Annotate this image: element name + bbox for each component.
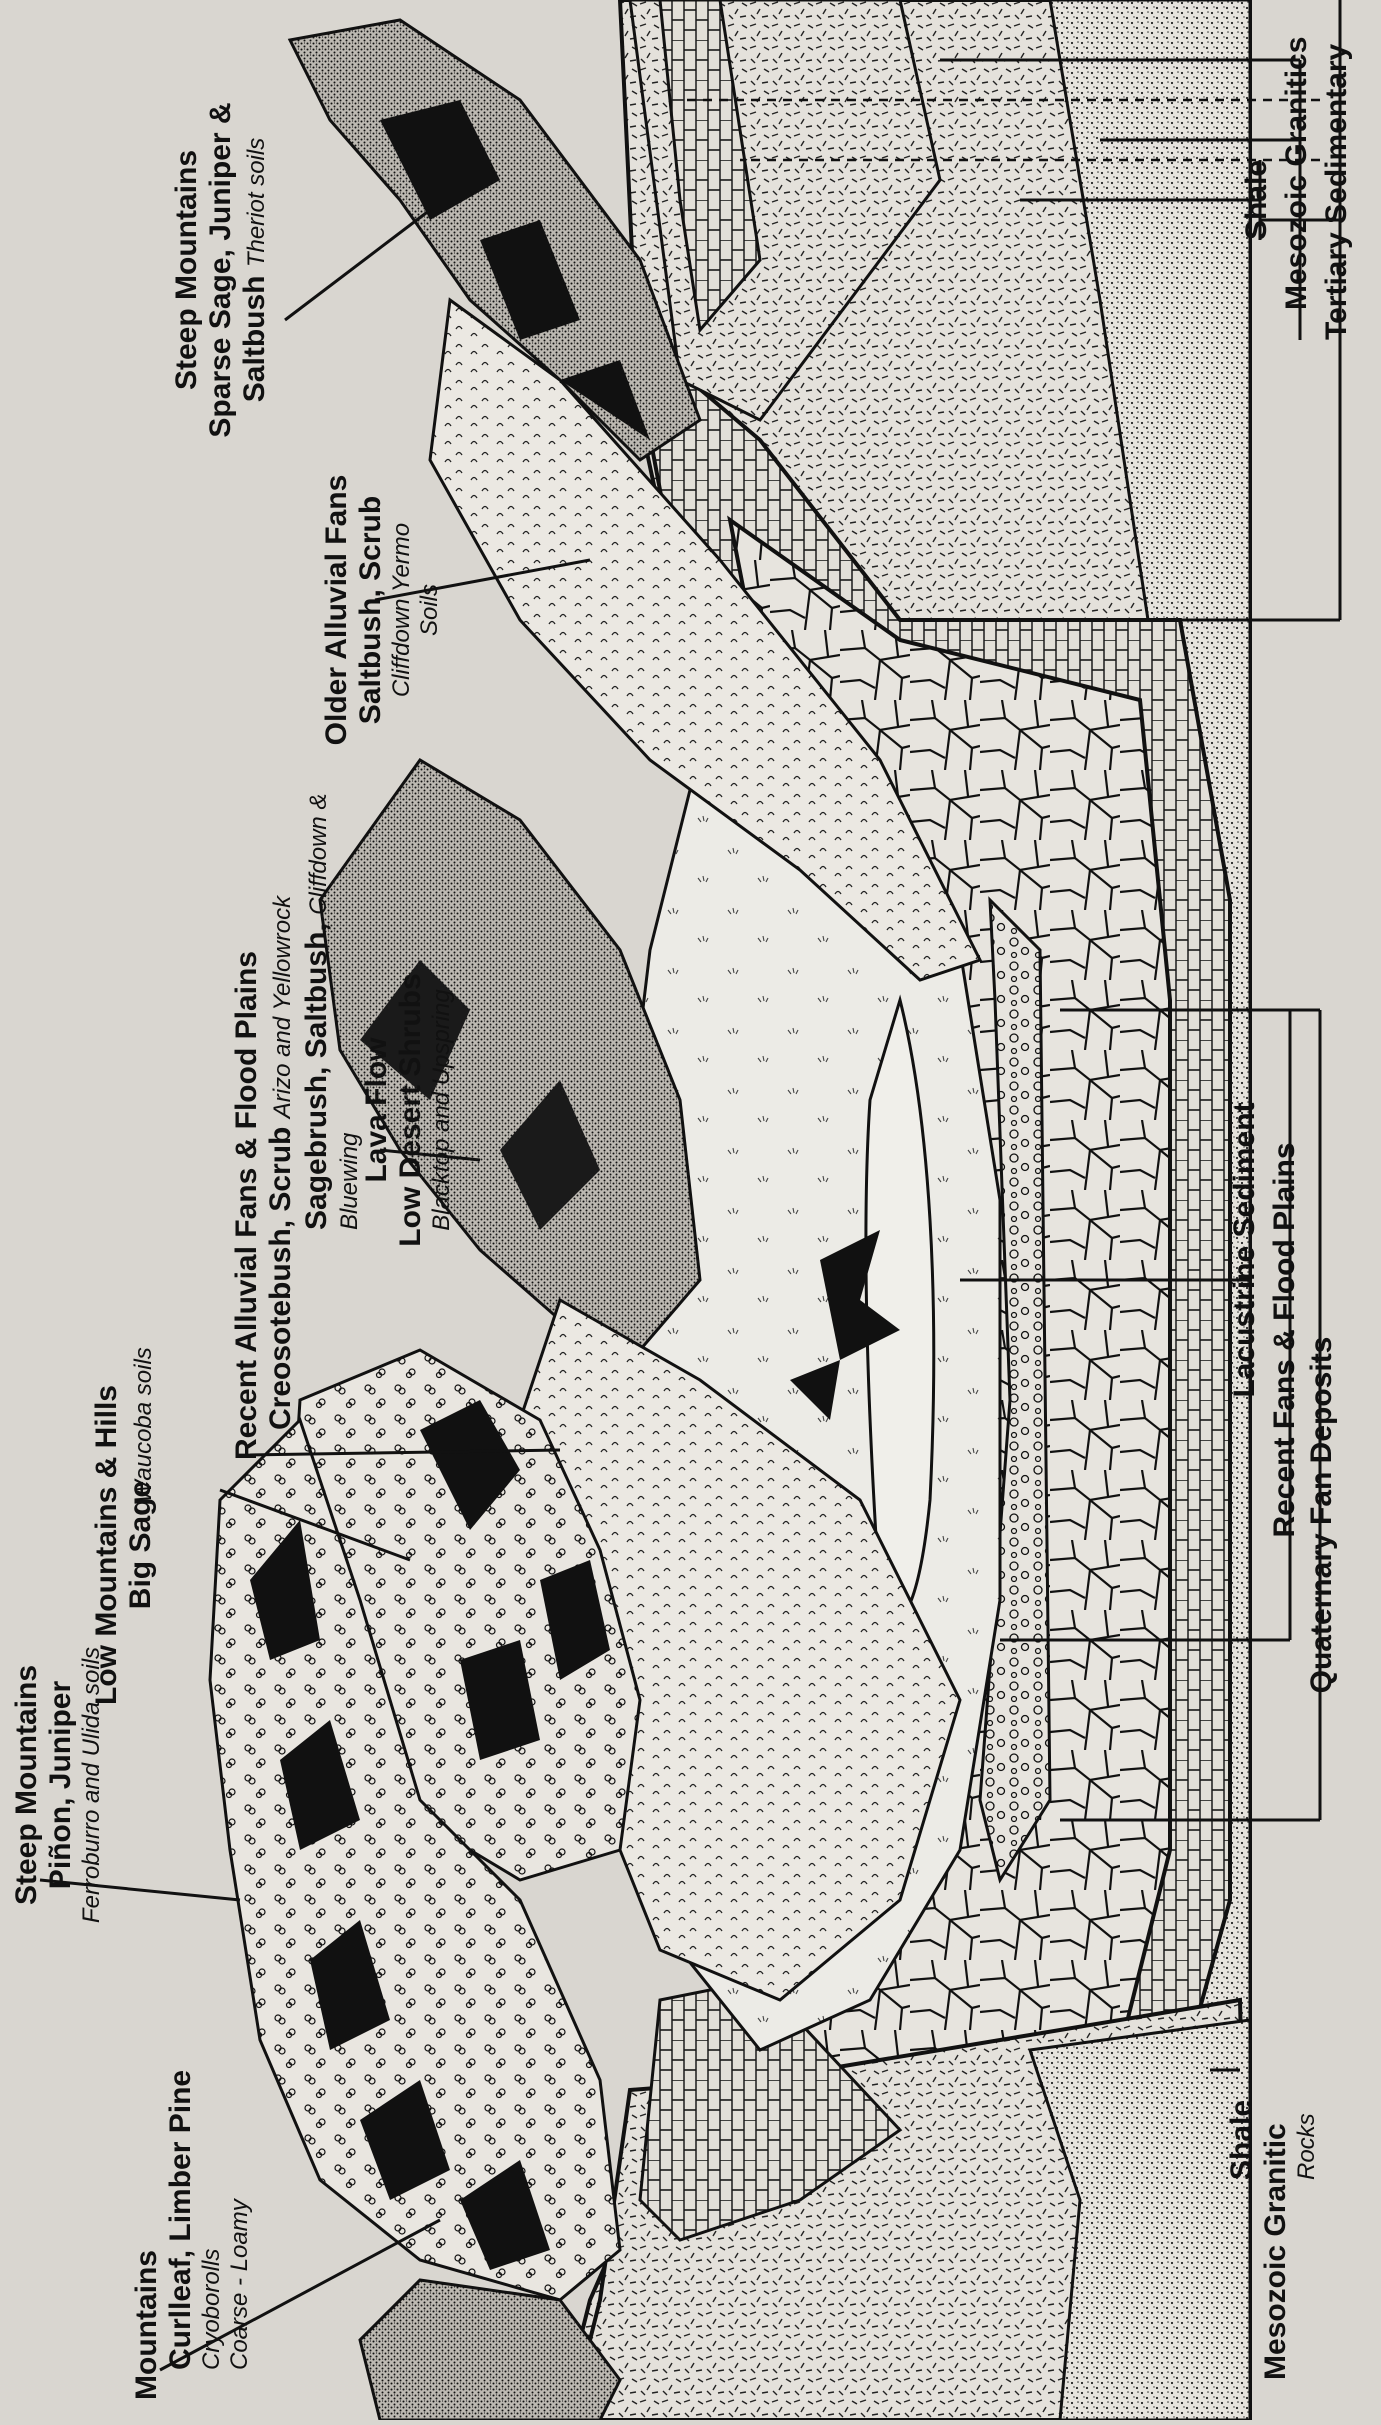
label-tertiary: Tertiary Sedimentary [1320, 44, 1354, 340]
label-recent-alluvial-line3-soils: Cliffdown & [305, 794, 332, 915]
label-recent-alluvial-line2-soils: Arizo and Yellowrock [269, 896, 296, 1118]
label-steep-sparse: Steep Mountains Sparse Sage, Juniper & S… [170, 80, 274, 460]
label-older-alluvial-line3-soils: Yermo [388, 523, 415, 592]
label-steep-sparse-line2: Sparse Sage, Juniper & [204, 80, 238, 460]
label-lava-flow-line1: Lava Flow [360, 950, 394, 1270]
label-recent-alluvial-line2-wrap: Creosotebush, Scrub Arizo and Yellowrock [264, 794, 300, 1460]
label-mountains-limber-line1: Mountains [130, 2070, 164, 2400]
label-mountains-limber-line2: Curlleaf, Limber Pine [164, 2070, 198, 2400]
label-older-alluvial-line4: Soils [416, 440, 444, 780]
label-recent-fans: Recent Fans & Flood Plains [1268, 1040, 1302, 1640]
label-shale-right: Shale [1240, 160, 1274, 240]
label-lava-flow-line2: Low Desert Shrubs [394, 950, 428, 1270]
label-low-mountains: Low Mountains & Hills Big Sage Waucoba s… [90, 1360, 186, 1730]
label-recent-alluvial-line2: Creosotebush, Scrub [264, 1127, 297, 1430]
label-steep-pinon-line2: Piñon, Juniper [44, 1620, 78, 1950]
label-quaternary: Quaternary Fan Deposits [1305, 1210, 1339, 1820]
label-lava-flow-line3: Blacktop and Upspring [428, 950, 456, 1270]
label-older-alluvial: Older Alluvial Fans Saltbush, Scrub Clif… [320, 440, 444, 780]
label-older-alluvial-line2: Saltbush, Scrub [354, 440, 388, 780]
label-low-mountains-line1: Low Mountains & Hills [90, 1360, 124, 1730]
label-mountains-limber: Mountains Curlleaf, Limber Pine Cryoboro… [130, 2070, 254, 2400]
label-mountains-limber-line4: Coarse - Loamy [226, 2070, 254, 2400]
label-mountains-limber-line3: Cryoborolls [198, 2070, 226, 2400]
label-older-alluvial-line3-wrap: Cliffdown Yermo [388, 440, 416, 780]
label-shale-left-wrap: Shale Mesozoic Granitic Rocks [1225, 2100, 1321, 2380]
label-mesozoic-left-2: Rocks [1293, 2100, 1321, 2380]
label-older-alluvial-line3: Cliffdown [388, 598, 415, 697]
label-steep-sparse-line3-soils: Theriot soils [243, 138, 270, 267]
label-recent-alluvial-line3-wrap: Sagebrush, Saltbush, Cliffdown & [300, 794, 336, 1460]
label-lacustrine: Lacustrine Sediment [1228, 1050, 1262, 1450]
label-older-alluvial-line1: Older Alluvial Fans [320, 440, 354, 780]
label-steep-sparse-line3-wrap: Saltbush Theriot soils [238, 80, 274, 460]
label-mesozoic-right: Mesozoic Granitics [1280, 37, 1314, 310]
label-mesozoic-left-1: Mesozoic Granitic [1259, 2100, 1293, 2380]
label-steep-pinon-line1: Steep Mountains [10, 1620, 44, 1950]
label-shale-left: Shale [1225, 2100, 1259, 2380]
label-steep-sparse-line1: Steep Mountains [170, 80, 204, 460]
label-recent-alluvial-line1: Recent Alluvial Fans & Flood Plains [230, 794, 264, 1460]
label-low-mountains-line3: Waucoba soils [130, 1240, 158, 1610]
label-recent-alluvial-line3: Sagebrush, Saltbush, [300, 923, 333, 1230]
label-recent-alluvial: Recent Alluvial Fans & Flood Plains Creo… [230, 794, 364, 1460]
label-steep-sparse-line3: Saltbush [238, 276, 271, 403]
label-lava-flow: Lava Flow Low Desert Shrubs Blacktop and… [360, 950, 456, 1270]
